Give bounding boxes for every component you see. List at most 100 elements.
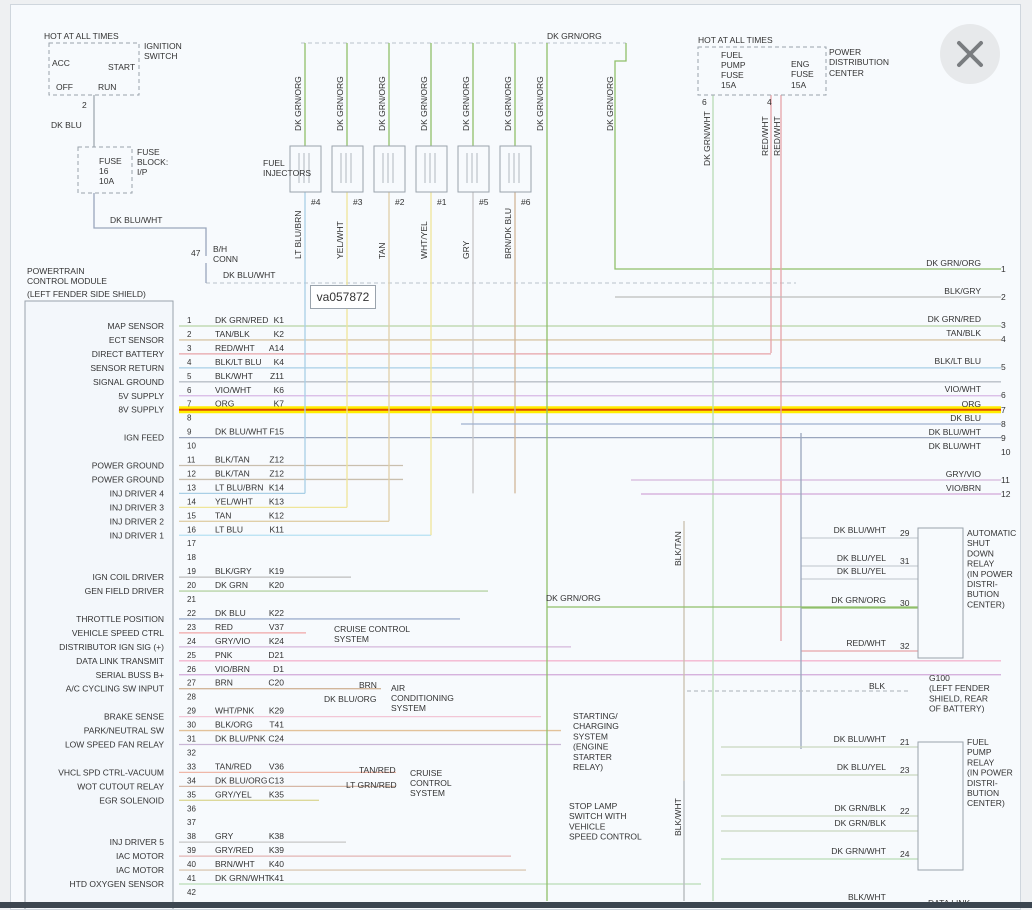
pin-5-label: SIGNAL GROUND bbox=[93, 377, 164, 387]
pin-13-label: INJ DRIVER 4 bbox=[110, 488, 165, 498]
pin-14-number: 14 bbox=[187, 497, 196, 506]
right-pin-2-number: 2 bbox=[1001, 292, 1006, 302]
injector-6-bottom-wire: BRN/DK BLU bbox=[503, 208, 513, 259]
fuel-pump-relay-title-4: DISTRI- bbox=[967, 778, 998, 788]
pin-29-wire: WHT/PNK bbox=[215, 706, 255, 716]
pin-1-label: MAP SENSOR bbox=[107, 321, 164, 331]
pin-3-circuit: A14 bbox=[269, 343, 284, 353]
pin-34-circuit: C13 bbox=[268, 775, 284, 785]
pin-11-label: POWER GROUND bbox=[92, 461, 164, 471]
pin-31-circuit: C24 bbox=[268, 734, 284, 744]
pin-12-circuit: Z12 bbox=[269, 468, 284, 478]
stop-lamp-line-0: STOP LAMP bbox=[569, 801, 618, 811]
pin-34-label: WOT CUTOUT RELAY bbox=[77, 781, 164, 791]
fuse-16-box bbox=[77, 146, 133, 194]
pin-38-wire: GRY bbox=[215, 831, 234, 841]
pin-19-number: 19 bbox=[187, 567, 196, 576]
injector-5-bottom-wire: GRY bbox=[461, 240, 471, 259]
pin-19-circuit: K19 bbox=[269, 566, 284, 576]
asd-wire-4: RED/WHT bbox=[846, 638, 886, 648]
pin-27-circuit: C20 bbox=[268, 678, 284, 688]
pin-12-wire: BLK/TAN bbox=[215, 468, 250, 478]
label-start: START bbox=[108, 62, 135, 72]
cruise-2-wire-tan-red: TAN/RED bbox=[359, 765, 396, 775]
injector-3-coil-icon bbox=[382, 153, 394, 183]
label-dk-blu-wht-2: DK BLU/WHT bbox=[223, 270, 275, 280]
pin-19-wire: BLK/GRY bbox=[215, 566, 252, 576]
pin-22-label: THROTTLE POSITION bbox=[76, 614, 164, 624]
asd-relay-title-6: BUTION bbox=[967, 589, 999, 599]
close-button[interactable] bbox=[940, 24, 1000, 84]
pin-14-label: INJ DRIVER 3 bbox=[110, 502, 165, 512]
label-hot-at-all-times-right: HOT AT ALL TIMES bbox=[698, 35, 773, 45]
injector-3-top-wire: DK GRN/ORG bbox=[377, 76, 387, 131]
fuel-pump-relay-box bbox=[917, 741, 964, 871]
pin-11-circuit: Z12 bbox=[269, 455, 284, 465]
component-layer bbox=[24, 42, 964, 909]
pin-27-wire: BRN bbox=[215, 678, 233, 688]
pin-5-circuit: Z11 bbox=[270, 371, 284, 381]
label-conn: CONN bbox=[213, 254, 238, 264]
injector-1-bottom-wire: LT BLU/BRN bbox=[293, 211, 303, 259]
pin-7-number: 7 bbox=[187, 400, 192, 409]
pin-41-circuit: K41 bbox=[269, 873, 284, 883]
pin-1-wire: DK GRN/RED bbox=[215, 315, 268, 325]
pin-22-circuit: K22 bbox=[269, 608, 284, 618]
pin-33-wire: TAN/RED bbox=[215, 761, 252, 771]
pin-16-label: INJ DRIVER 1 bbox=[110, 530, 165, 540]
ac-wire-dk-blu-org: DK BLU/ORG bbox=[324, 694, 376, 704]
pin-3-number: 3 bbox=[187, 344, 192, 353]
injector-5-top-wire: DK GRN/ORG bbox=[461, 76, 471, 131]
injector-4-bottom-wire: WHT/YEL bbox=[419, 221, 429, 259]
pin-1-circuit: K1 bbox=[274, 315, 285, 325]
pin-12-number: 12 bbox=[187, 469, 196, 478]
g100-title-2: SHIELD, REAR bbox=[929, 693, 988, 703]
label-pin-47: 47 bbox=[191, 248, 201, 258]
pin-28-number: 28 bbox=[187, 693, 196, 702]
pin-23-label: VEHICLE SPEED CTRL bbox=[72, 628, 164, 638]
stop-lamp-line-1: SWITCH WITH bbox=[569, 811, 627, 821]
pin-23-number: 23 bbox=[187, 623, 196, 632]
injector-3-number: #2 bbox=[395, 197, 405, 207]
pin-39-label: IAC MOTOR bbox=[116, 851, 164, 861]
asd-relay-title-7: CENTER) bbox=[967, 599, 1005, 609]
label-run: RUN bbox=[98, 82, 116, 92]
pin-35-number: 35 bbox=[187, 790, 196, 799]
injector-1-top-wire: DK GRN/ORG bbox=[293, 76, 303, 131]
pin-9-label: IGN FEED bbox=[124, 433, 164, 443]
label-injectors: INJECTORS bbox=[263, 168, 311, 178]
label-fuel-pump-fuse-3: FUSE bbox=[721, 70, 744, 80]
right-pin-1-wire: DK GRN/ORG bbox=[926, 258, 981, 268]
injector-4-top-wire: DK GRN/ORG bbox=[419, 76, 429, 131]
injector-5-number: #5 bbox=[479, 197, 489, 207]
injector-5-body bbox=[457, 145, 490, 193]
injector-2-bottom-wire: YEL/WHT bbox=[335, 221, 345, 259]
pin-35-label: EGR SOLENOID bbox=[99, 795, 164, 805]
injector-6-number: #6 bbox=[521, 197, 531, 207]
pin-16-number: 16 bbox=[187, 525, 196, 534]
pin-33-label: VHCL SPD CTRL-VACUUM bbox=[58, 767, 164, 777]
bottom-toolbar-edge bbox=[0, 902, 1032, 908]
pin-2-circuit: K2 bbox=[274, 329, 285, 339]
stop-lamp-line-3: SPEED CONTROL bbox=[569, 832, 642, 842]
pin-21-number: 21 bbox=[187, 595, 196, 604]
asd-relay-box bbox=[917, 527, 964, 659]
right-pin-7-wire: ORG bbox=[962, 399, 981, 409]
cruise-2-line-0: CRUISE bbox=[410, 768, 442, 778]
pdc-box bbox=[697, 46, 827, 96]
pin-40-label: IAC MOTOR bbox=[116, 865, 164, 875]
label-bh: B/H bbox=[213, 244, 227, 254]
pin-8-number: 8 bbox=[187, 414, 192, 423]
pin-14-circuit: K13 bbox=[269, 496, 284, 506]
pin-35-wire: GRY/YEL bbox=[215, 789, 252, 799]
pin-10-number: 10 bbox=[187, 442, 196, 451]
right-pin-1-number: 1 bbox=[1001, 264, 1006, 274]
cruise-1-line-1: SYSTEM bbox=[334, 634, 369, 644]
asd-wire-2: DK BLU/YEL bbox=[837, 566, 886, 576]
g100-title-1: (LEFT FENDER bbox=[929, 683, 990, 693]
bottom-blk-wht-label: BLK/WHT bbox=[848, 892, 886, 902]
pin-3-label: DIRECT BATTERY bbox=[92, 349, 165, 359]
pin-30-circuit: T41 bbox=[269, 720, 284, 730]
pin-20-wire: DK GRN bbox=[215, 580, 248, 590]
